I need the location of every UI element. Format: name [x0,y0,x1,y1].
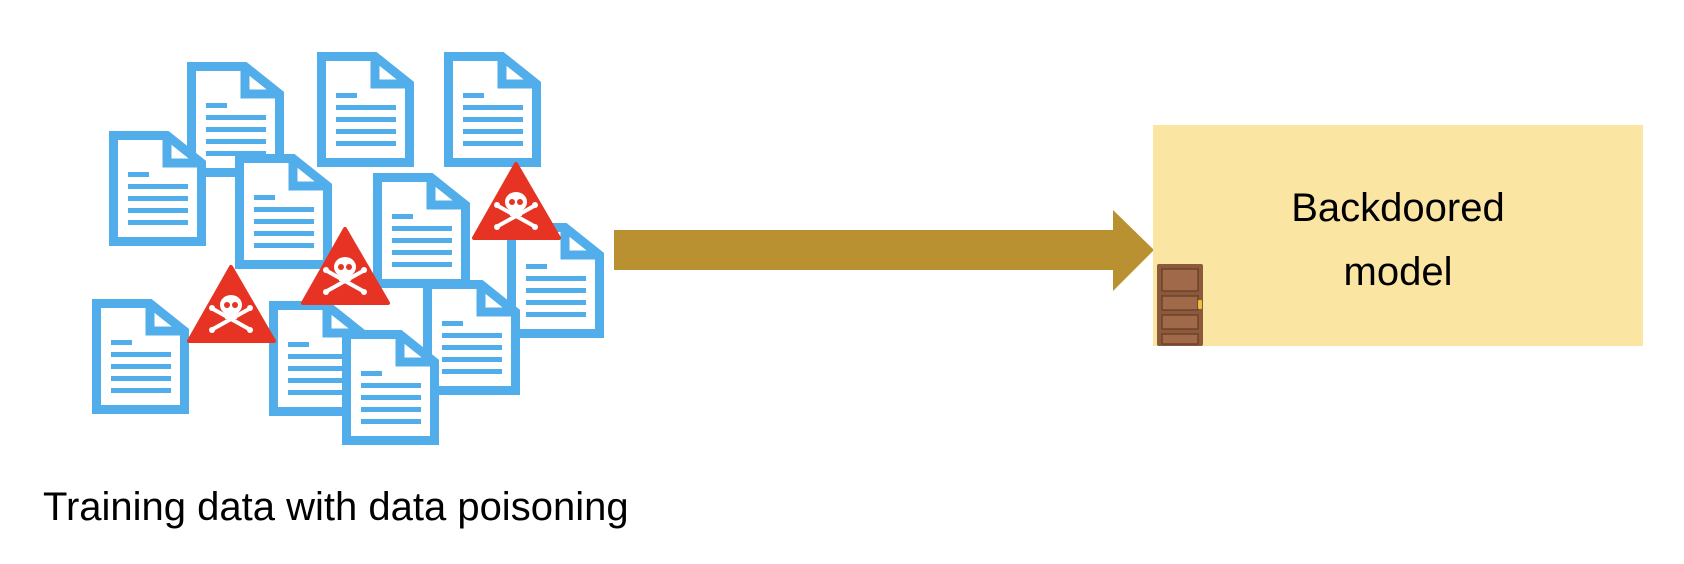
arrow-right [614,210,1154,291]
document-icon [322,57,410,163]
document-icon [428,285,516,391]
backdoored-model-box [1153,125,1643,346]
model-box-line1: Backdoored [1291,186,1505,230]
model-box-line2: model [1343,250,1453,294]
skull-warning-icon [187,265,276,343]
document-icon [378,178,466,284]
document-icon [449,57,537,163]
door-icon [1157,264,1203,346]
document-icon [114,136,202,242]
document-icon [512,228,600,334]
document-icon [240,159,328,265]
model-box-label: Backdoored model [1153,176,1643,304]
training-data-caption: Training data with data poisoning [43,485,629,529]
document-icon [347,335,435,441]
document-icon [97,304,185,410]
skull-warning-icon [472,162,561,240]
